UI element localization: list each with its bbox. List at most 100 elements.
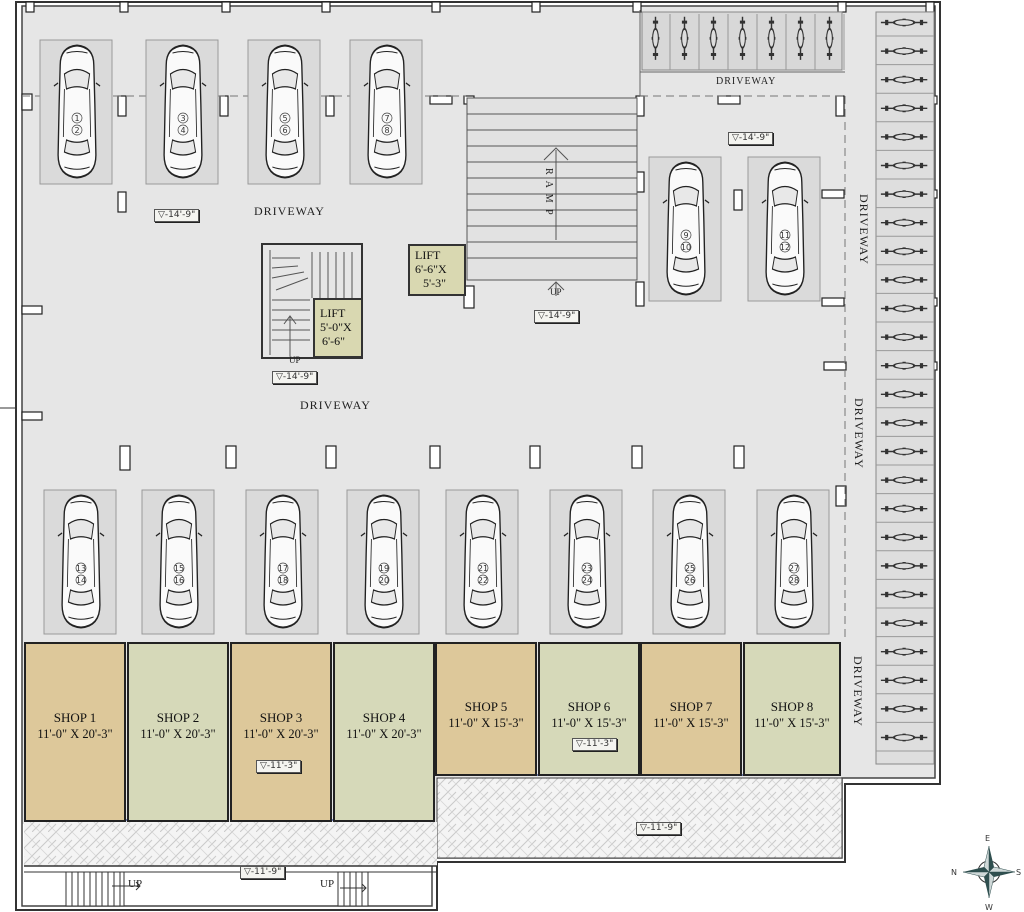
lift-small: LIFT 5'-0"X 6'-6" <box>313 298 363 358</box>
parking-slot-number: 5 <box>282 114 287 123</box>
shop-size: 11'-0" X 15'-3" <box>653 716 729 730</box>
slot-number-ring <box>71 112 83 124</box>
parking-slot-number: 26 <box>685 576 695 585</box>
car-icon <box>458 494 508 629</box>
up-label: UP <box>289 355 301 365</box>
parking-slot-number: 20 <box>379 576 389 585</box>
shop-name: SHOP 5 <box>464 699 508 714</box>
lift-size: 5'-0"X <box>320 320 352 334</box>
car-icon <box>154 494 204 629</box>
slot-number-ring <box>177 112 189 124</box>
lift-size: 6'-6"X <box>415 262 447 276</box>
shop-size: 11'-0" X 15'-3" <box>551 716 627 730</box>
slot-number-ring <box>75 562 87 574</box>
slot-number-ring <box>684 574 696 586</box>
parking-slot-number: 7 <box>384 114 389 123</box>
slot-number-ring <box>381 124 393 136</box>
slot-number-ring <box>378 574 390 586</box>
slot-number-ring <box>779 229 791 241</box>
level-marker: ▽-11'-3" <box>256 760 302 773</box>
car-icon <box>52 44 102 179</box>
ramp-label: R A M P <box>543 168 554 217</box>
parking-slot-number: 25 <box>685 564 695 573</box>
driveway-label: DRIVEWAY <box>716 76 777 87</box>
parking-slot-number: 1 <box>74 114 79 123</box>
compass-rose <box>962 845 1016 899</box>
car-icon <box>562 494 612 629</box>
parking-slot-number: 8 <box>384 126 389 135</box>
slot-number-ring <box>173 562 185 574</box>
car-icon <box>158 44 208 179</box>
parking-slot-number: 12 <box>780 243 790 252</box>
slot-number-ring <box>173 574 185 586</box>
level-marker: ▽-11'-9" <box>636 822 682 835</box>
up-label: UP <box>128 878 143 890</box>
slot-number-ring <box>477 574 489 586</box>
car-icon <box>665 494 715 629</box>
slot-number-ring <box>680 229 692 241</box>
slot-number-ring <box>788 562 800 574</box>
ramp <box>466 97 638 296</box>
shop-unit: SHOP 6 11'-0" X 15'-3" <box>538 642 640 776</box>
entrance-steps <box>65 871 369 907</box>
slot-number-ring <box>381 112 393 124</box>
shop-name: SHOP 3 <box>259 710 303 725</box>
level-marker: ▽-14'-9" <box>272 371 318 384</box>
shop-size: 11'-0" X 15'-3" <box>754 716 830 730</box>
slot-number-ring <box>279 112 291 124</box>
lift-title: LIFT <box>320 306 346 320</box>
slot-number-ring <box>177 124 189 136</box>
shop-size: 11'-0" X 20'-3" <box>243 727 319 741</box>
parking-slot-number: 28 <box>789 576 799 585</box>
driveway-label: DRIVEWAY <box>254 204 325 218</box>
driveway-label: DRIVEWAY <box>852 398 866 469</box>
shop-size: 11'-0" X 15'-3" <box>448 716 524 730</box>
slot-number-ring <box>277 562 289 574</box>
shop-name: SHOP 8 <box>770 699 814 714</box>
shop-unit: SHOP 3 11'-0" X 20'-3" <box>230 642 332 822</box>
lift-title: LIFT <box>415 248 441 262</box>
slot-number-ring <box>581 574 593 586</box>
shop-unit: SHOP 5 11'-0" X 15'-3" <box>435 642 537 776</box>
driveway-label: DRIVEWAY <box>857 194 871 265</box>
parking-slot-number: 10 <box>681 243 691 252</box>
slot-number-ring <box>277 574 289 586</box>
parking-slot-number: 4 <box>180 126 185 135</box>
slot-number-ring <box>684 562 696 574</box>
shop-size: 11'-0" X 20'-3" <box>346 727 422 741</box>
shop-size: 11'-0" X 20'-3" <box>37 727 113 741</box>
slot-number-ring <box>779 241 791 253</box>
up-label: UP <box>320 878 335 890</box>
driveway-label: DRIVEWAY <box>851 656 865 727</box>
parking-slot-number: 16 <box>174 576 184 585</box>
car-icon <box>258 494 308 629</box>
lift-size: 6'-6" <box>322 334 346 348</box>
shop-name: SHOP 6 <box>567 699 611 714</box>
car-icon <box>362 44 412 179</box>
shop-name: SHOP 2 <box>156 710 200 725</box>
level-marker: ▽-11'-9" <box>240 866 286 879</box>
level-marker: ▽-11'-3" <box>572 738 618 751</box>
parking-slot-number: 6 <box>282 126 287 135</box>
shop-unit: SHOP 7 11'-0" X 15'-3" <box>640 642 742 776</box>
parking-slot-number: 21 <box>478 564 488 573</box>
slot-number-ring <box>581 562 593 574</box>
shop-name: SHOP 4 <box>362 710 406 725</box>
parking-slot-number: 15 <box>174 564 184 573</box>
shop-unit: SHOP 8 11'-0" X 15'-3" <box>743 642 841 776</box>
shop-unit: SHOP 1 11'-0" X 20'-3" <box>24 642 126 822</box>
slot-number-ring <box>477 562 489 574</box>
shop-name: SHOP 1 <box>53 710 97 725</box>
compass-north: N <box>951 868 957 877</box>
parking-slot-number: 27 <box>789 564 799 573</box>
slot-number-ring <box>378 562 390 574</box>
lift-size: 5'-3" <box>423 276 447 290</box>
shop-name: SHOP 7 <box>669 699 713 714</box>
car-icon <box>359 494 409 629</box>
parking-slot-number: 17 <box>278 564 288 573</box>
level-marker: ▽-14'-9" <box>154 209 200 222</box>
slot-number-ring <box>75 574 87 586</box>
car-icon <box>769 494 819 629</box>
driveway-label: DRIVEWAY <box>300 398 371 412</box>
